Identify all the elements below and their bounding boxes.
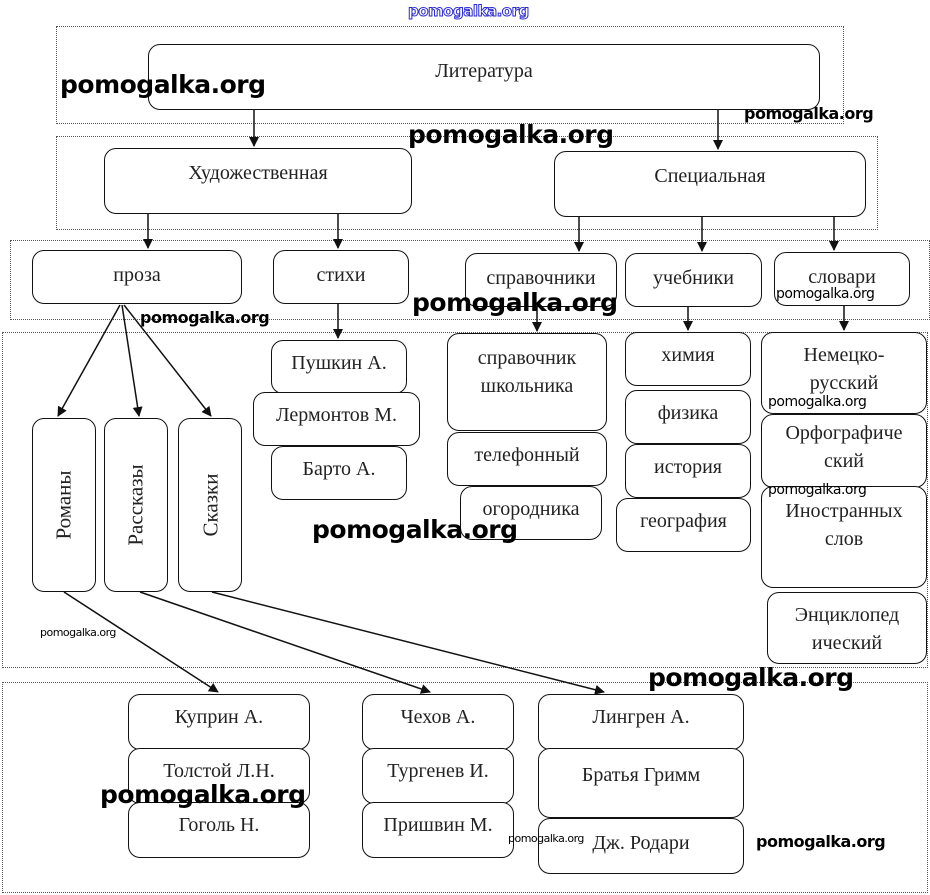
group-frame-root: [56, 26, 844, 124]
node-textbook-item: история: [625, 444, 751, 498]
node-novel-author-label: Куприн А.: [174, 706, 264, 728]
node-poet-label: Лермонтов М.: [275, 404, 398, 426]
node-novel-author-label: Толстой Л.Н.: [163, 760, 275, 782]
node-tale-author: Лингрен А.: [538, 694, 744, 750]
node-tales-label: Сказки: [198, 473, 223, 537]
watermark: pomogalka.org: [408, 120, 614, 149]
node-textbook-item-label: химия: [661, 344, 715, 366]
node-artistic: Художественная: [104, 148, 412, 214]
node-prose: проза: [32, 250, 242, 304]
node-poems: стихи: [273, 250, 409, 304]
node-story-author: Чехов А.: [362, 694, 514, 750]
node-textbook-item-label: физика: [657, 402, 719, 424]
node-artistic-label: Художественная: [188, 162, 328, 184]
watermark: pomogalka.org: [508, 832, 584, 845]
node-reference-item-label: огородника: [482, 498, 580, 520]
watermark: pomogalka.org: [60, 70, 266, 99]
node-dictionary-item: Орфографиче ский: [761, 414, 927, 488]
node-textbook-item: физика: [625, 390, 751, 444]
watermark: pomogalka.org: [312, 515, 518, 544]
node-reference-label: справочники: [486, 267, 596, 289]
group-frame-level1: [56, 136, 878, 230]
node-special-label: Специальная: [654, 165, 766, 187]
node-poet-label: Барто А.: [302, 458, 376, 480]
node-reference-item-label: справочник школьника: [477, 347, 577, 397]
node-textbooks-label: учебники: [653, 267, 734, 289]
node-poet: Барто А.: [271, 446, 407, 500]
node-special: Специальная: [554, 151, 866, 217]
node-tales: Сказки: [178, 418, 242, 592]
node-dictionaries-label: словари: [808, 266, 876, 288]
node-dictionary-item: Энциклопед ический: [767, 592, 927, 664]
node-poet: Пушкин А.: [271, 340, 407, 394]
node-prose-label: проза: [113, 264, 161, 286]
watermark: pomogalka.org: [100, 780, 306, 809]
node-reference-item: огородника: [460, 486, 602, 540]
node-story-author: Тургенев И.: [362, 748, 514, 804]
watermark: pomogalka.org: [756, 832, 886, 851]
node-dictionary-item-label: Энциклопед ический: [794, 604, 900, 654]
node-tale-author: Дж. Родари: [538, 818, 744, 874]
node-textbook-item: химия: [625, 332, 751, 386]
watermark: pomogalka.org: [648, 663, 854, 692]
node-textbooks: учебники: [625, 253, 762, 307]
node-dictionary-item-label: Иностранных слов: [785, 500, 903, 550]
node-novel-author: Толстой Л.Н.: [128, 748, 310, 804]
node-poems-label: стихи: [316, 264, 366, 286]
watermark: pomogalka.org: [40, 626, 116, 639]
node-novel-author-label: Гоголь Н.: [178, 814, 260, 836]
watermark: pomogalka.org: [412, 288, 618, 317]
watermark: pomogalka.org: [776, 286, 875, 302]
node-stories: Рассказы: [104, 418, 168, 592]
node-novel-author: Гоголь Н.: [128, 802, 310, 858]
node-textbook-item: география: [616, 498, 751, 552]
node-novels: Романы: [32, 418, 96, 592]
node-dictionary-item-label: Орфографиче ский: [785, 422, 903, 472]
watermark: pomogalka.org: [768, 394, 867, 410]
node-reference-item: телефонный: [447, 432, 607, 486]
node-textbook-item-label: география: [640, 510, 727, 532]
node-tale-author: Братья Гримм: [538, 748, 744, 818]
node-dictionary-item: Немецко-русский: [761, 332, 927, 414]
node-poet: Лермонтов М.: [253, 392, 420, 446]
node-textbook-item-label: история: [654, 456, 722, 478]
watermark: pomogalka.org: [140, 308, 270, 327]
node-dictionary-item: Иностранных слов: [761, 486, 927, 588]
node-tale-author-label: Дж. Родари: [592, 832, 690, 854]
node-story-author: Пришвин М.: [362, 802, 514, 858]
node-reference-item-label: телефонный: [474, 444, 580, 466]
node-novel-author: Куприн А.: [128, 694, 310, 750]
node-novels-label: Романы: [52, 470, 77, 540]
watermark: pomogalka.org: [744, 104, 874, 123]
node-tale-author-label: Лингрен А.: [592, 706, 690, 728]
watermark: pomogalka.org: [768, 482, 867, 498]
node-literature-label: Литература: [435, 60, 533, 82]
node-story-author-label: Чехов А.: [400, 706, 476, 728]
node-poet-label: Пушкин А.: [291, 352, 387, 374]
node-reference: справочники: [465, 253, 617, 307]
watermark: pomogalka.org: [408, 2, 530, 21]
node-dictionary-item-label: Немецко-русский: [803, 344, 885, 394]
node-tale-author-label: Братья Гримм: [581, 764, 701, 786]
node-story-author-label: Пришвин М.: [383, 814, 493, 836]
node-reference-item: справочник школьника: [447, 333, 607, 431]
node-stories-label: Рассказы: [124, 464, 149, 546]
node-story-author-label: Тургенев И.: [387, 760, 489, 782]
node-dictionaries: словари: [774, 252, 910, 306]
node-literature: Литература: [148, 44, 820, 110]
